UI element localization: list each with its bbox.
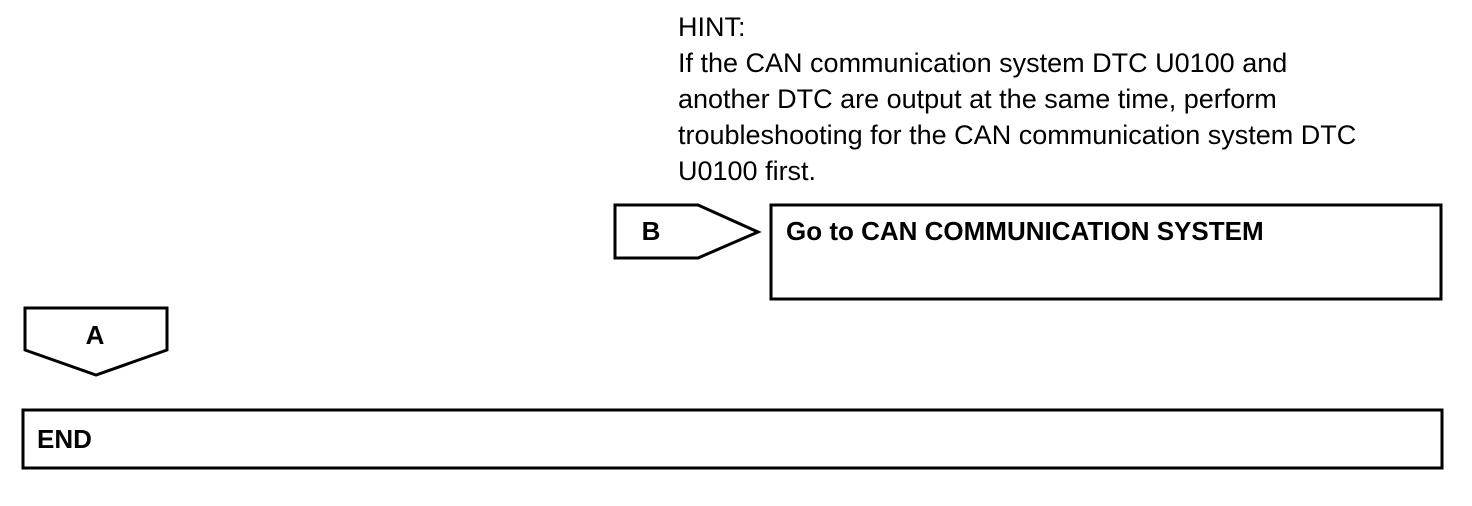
branch-a-label: A [85,320,105,350]
can-system-link[interactable]: Go to CAN COMMUNICATION SYSTEM [786,216,1264,246]
branch-b-arrow [613,203,762,260]
end-box [21,408,1444,470]
hint-line-2: another DTC are output at the same time,… [678,84,1277,114]
hint-title: HINT: [678,12,746,42]
hint-line-1: If the CAN communication system DTC U010… [678,48,1288,78]
hint-block: HINT: If the CAN communication system DT… [678,9,1458,189]
hint-line-4: U0100 first. [678,156,817,186]
branch-a-arrow [23,306,169,377]
end-label: END [37,424,92,454]
can-system-box [769,203,1443,301]
branch-b-label: B [641,216,661,246]
hint-line-3: troubleshooting for the CAN communicatio… [678,120,1357,150]
